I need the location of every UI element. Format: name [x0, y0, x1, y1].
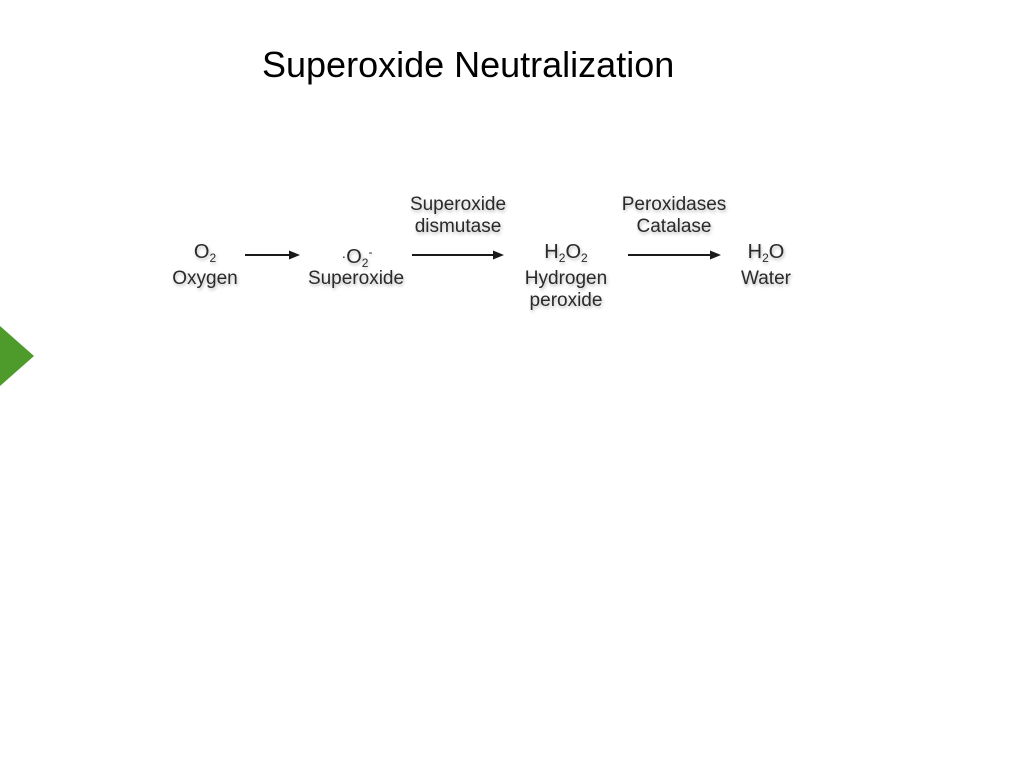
green-triangle-icon [0, 326, 34, 386]
superoxide-formula: ·O2- [341, 245, 373, 270]
reaction-arrow-2 [412, 250, 504, 260]
water-formula: H2O [747, 241, 785, 265]
superoxide-dismutase-label: Superoxide dismutase [409, 194, 507, 237]
reaction-arrow-3 [628, 250, 721, 260]
hydrogen-peroxide-label: Hydrogen peroxide [524, 268, 608, 311]
reaction-arrow-1 [245, 250, 300, 260]
oxygen-label: Oxygen [172, 268, 238, 289]
peroxidases-catalase-label: Peroxidases Catalase [621, 194, 727, 237]
hydrogen-peroxide-formula: H2O2 [544, 241, 588, 265]
water-label: Water [741, 268, 791, 289]
slide-title: Superoxide Neutralization [262, 44, 675, 85]
oxygen-formula: O2 [193, 241, 217, 265]
superoxide-label: Superoxide [307, 268, 405, 289]
